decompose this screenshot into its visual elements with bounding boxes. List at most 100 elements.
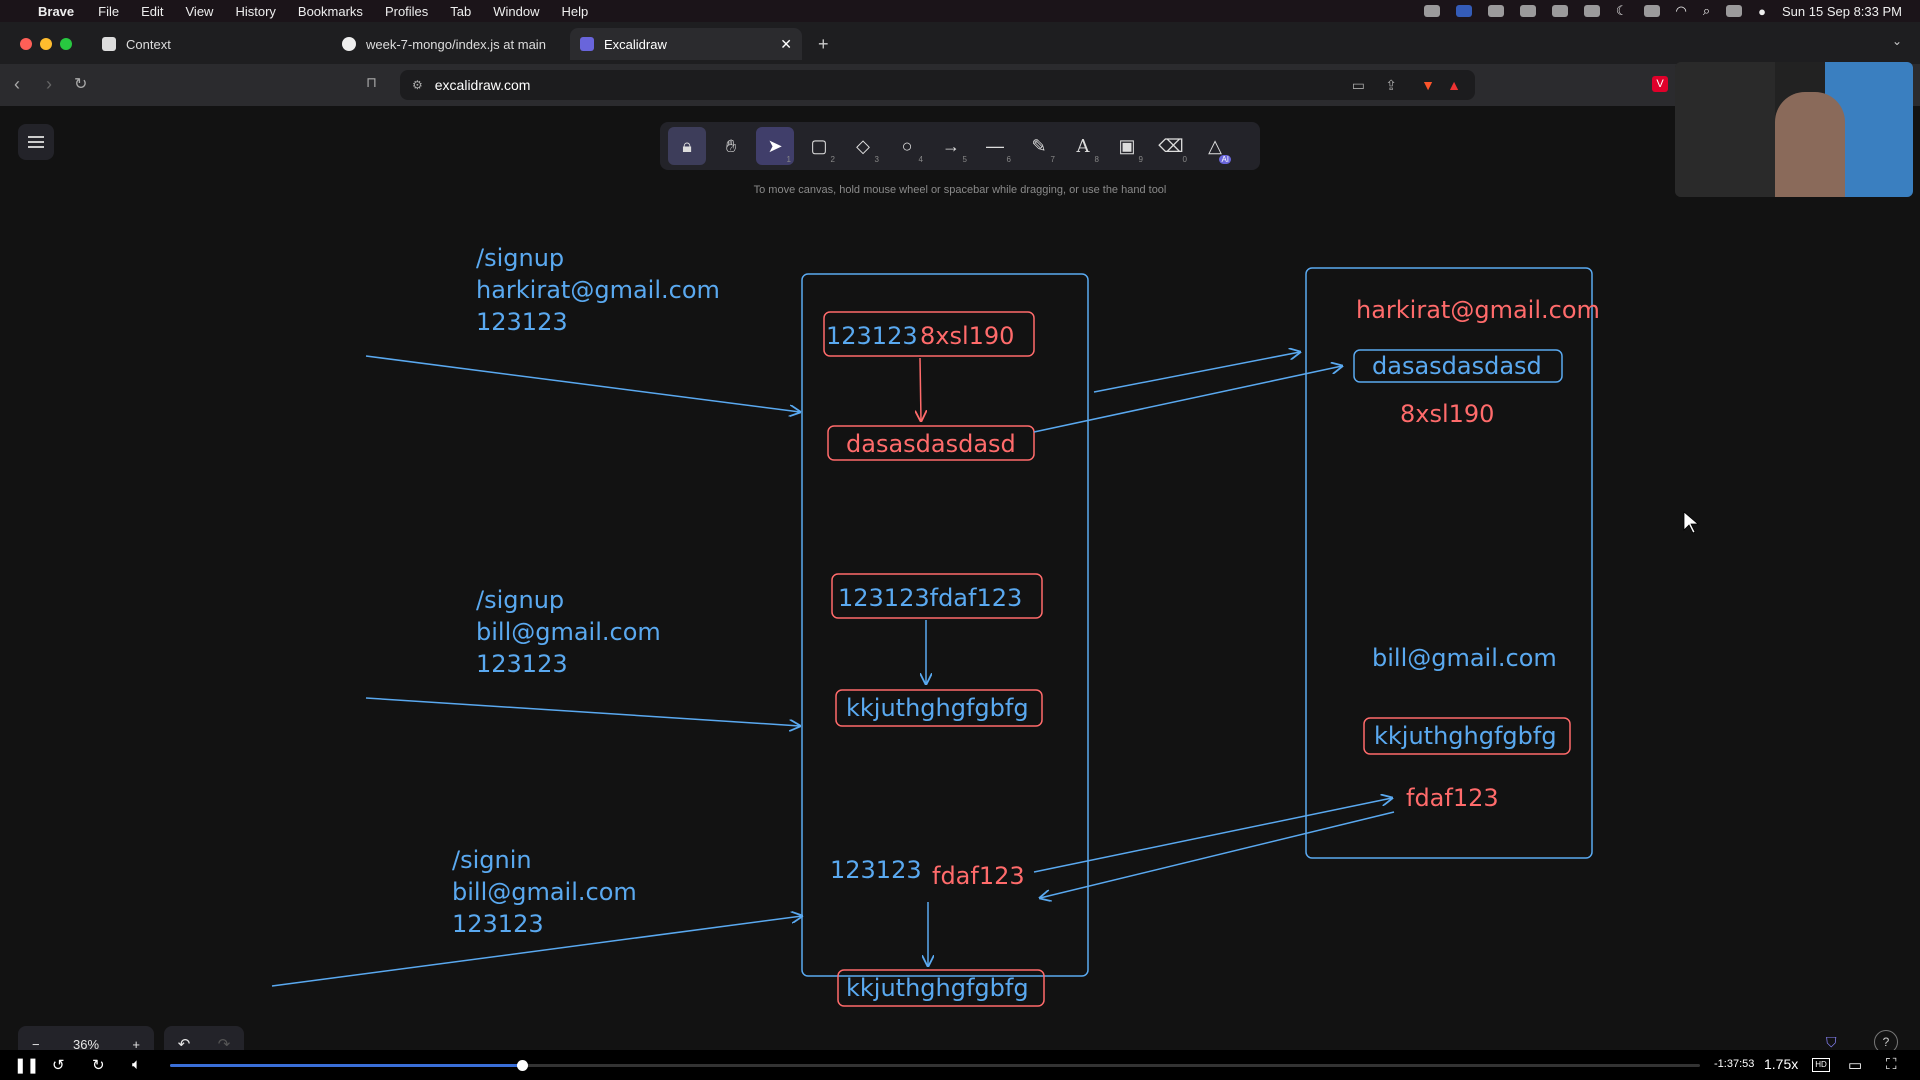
server-salt1[interactable]: 8xsl190 — [920, 322, 1014, 350]
server-password3[interactable]: 123123 — [830, 856, 922, 884]
request2-email[interactable]: bill@gmail.com — [476, 618, 661, 646]
server-hash1[interactable]: dasasdasdasd — [846, 430, 1016, 458]
vivaldi-extension-icon[interactable]: V — [1652, 76, 1668, 92]
close-window-icon[interactable] — [20, 38, 32, 50]
tool-lock-button[interactable]: 🔒︎ — [668, 127, 706, 165]
share-icon[interactable]: ⇪ — [1385, 76, 1397, 93]
zoom-out-button[interactable]: − — [32, 1036, 40, 1052]
tray-icon[interactable] — [1551, 5, 1568, 17]
server-pass-salt-box[interactable] — [823, 311, 1035, 357]
rewind-icon[interactable]: ↺ — [52, 1057, 65, 1074]
server-password1[interactable]: 123123 — [826, 322, 918, 350]
zoom-app-icon[interactable] — [1455, 5, 1472, 17]
server-hash2[interactable]: kkjuthghgfgbfg — [846, 694, 1029, 722]
server-box[interactable] — [801, 273, 1089, 977]
server-hash1-box[interactable] — [827, 425, 1035, 461]
lookup-salt-arrow[interactable] — [1033, 798, 1392, 873]
spotlight-search-icon[interactable]: ⌕ — [1702, 3, 1711, 18]
db-hash1-box[interactable] — [1353, 349, 1563, 383]
hash1-arrow[interactable] — [920, 357, 921, 421]
menu-file[interactable]: File — [98, 3, 120, 19]
request2-route[interactable]: /signup — [476, 586, 564, 614]
minimize-window-icon[interactable] — [40, 38, 52, 50]
moon-icon[interactable]: ☾ — [1615, 3, 1628, 18]
request1-email[interactable]: harkirat@gmail.com — [476, 276, 720, 304]
tool-ellipse-button[interactable]: ○4 — [888, 127, 926, 165]
tray-icon[interactable] — [1423, 5, 1440, 17]
tab-github[interactable]: week-7-mongo/index.js at main · — [332, 28, 560, 60]
url-text[interactable]: excalidraw.com — [434, 77, 531, 93]
request1-arrow[interactable] — [365, 355, 800, 412]
menu-window[interactable]: Window — [493, 3, 540, 19]
db-salt1[interactable]: 8xsl190 — [1400, 400, 1494, 428]
menu-app-name[interactable]: Brave — [38, 3, 75, 19]
tray-icon[interactable] — [1583, 5, 1600, 17]
site-settings-icon[interactable]: ⚙ — [412, 78, 423, 92]
tool-draw-button[interactable]: ✎7 — [1020, 127, 1058, 165]
main-menu-button[interactable] — [18, 124, 54, 160]
diagram[interactable]: /signup harkirat@gmail.com 123123 /signu… — [0, 106, 1920, 1050]
battery-icon[interactable] — [1643, 5, 1660, 17]
server-password-salt2[interactable]: 123123fdaf123 — [838, 584, 1022, 612]
brave-shields-icon[interactable]: ▼ — [1421, 77, 1435, 93]
address-bar[interactable]: ⚙ excalidraw.com ▭ ⇪ ▼ ▲ — [400, 70, 1475, 100]
playback-speed[interactable]: 1.75x — [1764, 1056, 1799, 1072]
db-hash1[interactable]: dasasdasdasd — [1372, 352, 1542, 380]
zoom-in-button[interactable]: + — [132, 1036, 140, 1052]
return-salt-arrow[interactable] — [1040, 811, 1395, 898]
pause-icon[interactable]: ❚❚ — [14, 1057, 40, 1074]
forward-icon[interactable]: › — [46, 74, 52, 94]
new-tab-icon[interactable]: + — [818, 34, 829, 54]
db-hash2-box[interactable] — [1363, 717, 1571, 755]
tool-selection-button[interactable]: ➤1 — [756, 127, 794, 165]
menu-profiles[interactable]: Profiles — [384, 3, 429, 19]
menu-help[interactable]: Help — [561, 3, 589, 19]
store-salt-arrow[interactable] — [1093, 352, 1300, 393]
back-icon[interactable]: ‹ — [14, 74, 20, 94]
request3-route[interactable]: /signin — [452, 846, 532, 874]
bookmark-icon[interactable]: ⊓ — [366, 74, 377, 90]
request3-email[interactable]: bill@gmail.com — [452, 878, 637, 906]
server-hash2-box[interactable] — [835, 689, 1043, 727]
tool-rectangle-button[interactable]: ▢2 — [800, 127, 838, 165]
volume-icon[interactable]: 🔈︎ — [132, 1056, 142, 1073]
server-pass-salt-box[interactable] — [831, 573, 1043, 619]
menu-clock[interactable]: Sun 15 Sep 8:33 PM — [1782, 3, 1902, 19]
tray-icon[interactable] — [1519, 5, 1536, 17]
tab-context[interactable]: Context — [92, 28, 322, 60]
menu-edit[interactable]: Edit — [141, 3, 164, 19]
request2-password[interactable]: 123123 — [476, 650, 568, 678]
tool-image-button[interactable]: ▣9 — [1108, 127, 1146, 165]
db-email2[interactable]: bill@gmail.com — [1372, 644, 1557, 672]
db-email1[interactable]: harkirat@gmail.com — [1356, 296, 1600, 324]
database-box[interactable] — [1305, 267, 1593, 859]
chevron-down-icon[interactable]: ⌄ — [1892, 34, 1903, 48]
cast-icon[interactable]: ▭ — [1351, 76, 1365, 93]
server-hash3[interactable]: kkjuthghgfgbfg — [846, 974, 1029, 1002]
reload-icon[interactable]: ↻ — [74, 76, 88, 93]
siri-icon[interactable]: ● — [1758, 3, 1767, 19]
picture-in-picture-icon[interactable]: ▭ — [1848, 1057, 1863, 1074]
request2-arrow[interactable] — [365, 697, 800, 726]
maximize-window-icon[interactable] — [60, 38, 72, 50]
tray-icon[interactable] — [1487, 5, 1504, 17]
close-tab-icon[interactable]: ✕ — [780, 35, 792, 52]
control-center-icon[interactable] — [1726, 5, 1743, 17]
zoom-level[interactable]: 36% — [72, 1036, 100, 1052]
tool-diamond-button[interactable]: ◇3 — [844, 127, 882, 165]
menu-bookmarks[interactable]: Bookmarks — [297, 3, 363, 19]
tool-eraser-button[interactable]: ⌫0 — [1152, 127, 1190, 165]
undo-icon[interactable]: ↶ — [177, 1036, 191, 1053]
progress-knob[interactable] — [516, 1060, 528, 1071]
menu-view[interactable]: View — [185, 3, 214, 19]
request1-password[interactable]: 123123 — [476, 308, 568, 336]
tool-arrow-button[interactable]: →5 — [932, 127, 970, 165]
tool-ai-button[interactable]: △AI — [1196, 127, 1234, 165]
server-hash3-box[interactable] — [837, 969, 1045, 1007]
request3-arrow[interactable] — [271, 916, 802, 987]
store-hash-arrow[interactable] — [1033, 366, 1342, 433]
brave-rewards-icon[interactable]: ▲ — [1447, 77, 1461, 93]
tool-line-button[interactable]: —6 — [976, 127, 1014, 165]
fullscreen-icon[interactable]: ⛶ — [1886, 1056, 1897, 1073]
